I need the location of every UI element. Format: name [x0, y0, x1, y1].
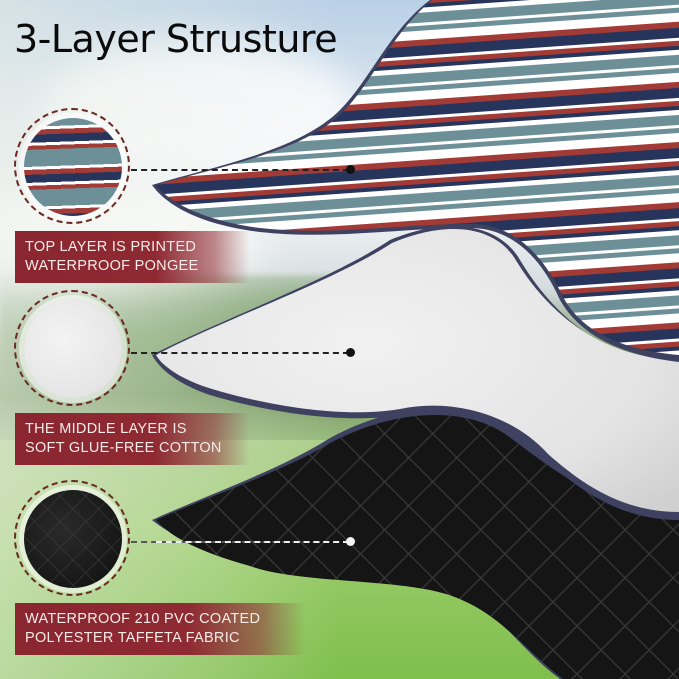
label-line: THE MIDDLE LAYER IS	[25, 421, 187, 437]
middle-layer-leader-line	[131, 352, 349, 354]
label-line: TOP LAYER IS PRINTED	[25, 239, 197, 255]
dashed-ring	[14, 290, 130, 406]
top-layer-pointer-dot	[346, 165, 355, 174]
label-line: WATERPROOF PONGEE	[25, 258, 199, 274]
label-line: WATERPROOF 210 PVC COATED	[25, 611, 261, 627]
bottom-layer-pointer-dot	[346, 537, 355, 546]
middle-layer-pointer-dot	[346, 348, 355, 357]
cotton-fabric-closeup	[24, 300, 122, 398]
top-layer-leader-line	[131, 169, 349, 171]
label-line: POLYESTER TAFFETA FABRIC	[25, 630, 240, 646]
dashed-ring	[14, 480, 130, 596]
label-line: SOFT GLUE-FREE COTTON	[25, 440, 222, 456]
top-layer-swatch	[14, 108, 132, 226]
bottom-layer-leader-line-light	[156, 541, 349, 543]
middle-layer-label: THE MIDDLE LAYER IS SOFT GLUE-FREE COTTO…	[15, 413, 250, 465]
quilted-fabric-closeup	[24, 490, 122, 588]
bottom-layer-label: WATERPROOF 210 PVC COATED POLYESTER TAFF…	[15, 603, 305, 655]
middle-layer-swatch	[14, 290, 132, 408]
dashed-ring	[14, 108, 130, 224]
bottom-layer-swatch	[14, 480, 132, 598]
page-title: 3-Layer Strusture	[14, 17, 338, 61]
striped-fabric-closeup	[24, 118, 122, 216]
top-layer-label: TOP LAYER IS PRINTED WATERPROOF PONGEE	[15, 231, 250, 283]
